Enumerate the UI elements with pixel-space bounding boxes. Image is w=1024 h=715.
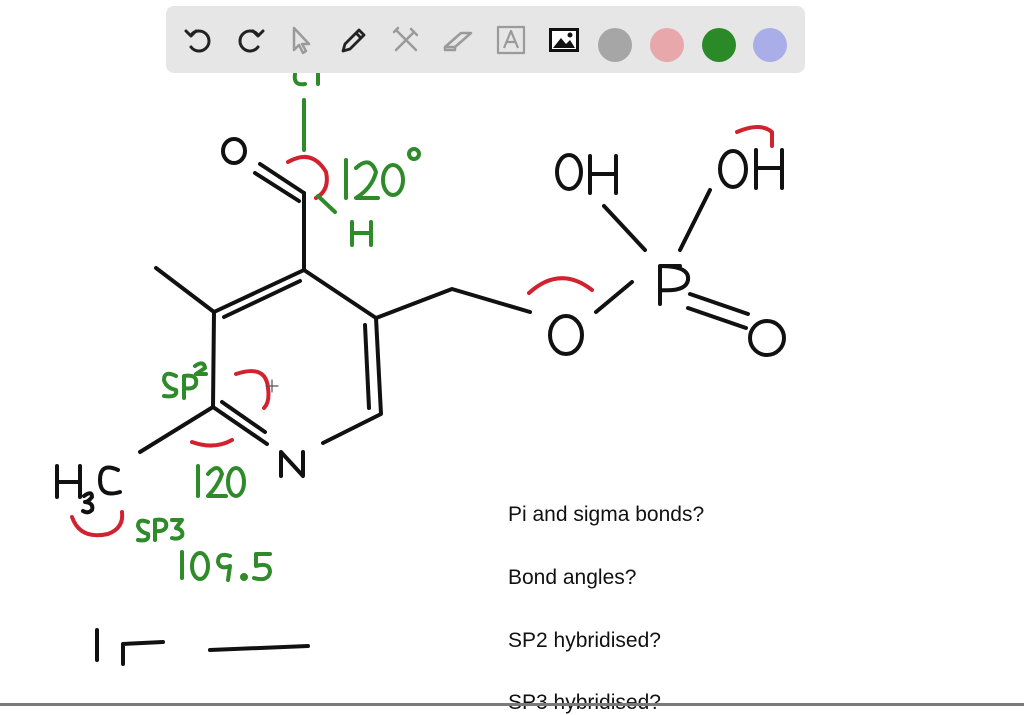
toolbar — [166, 6, 805, 73]
pen-tool-button[interactable] — [336, 22, 372, 58]
question-sp2: SP2 hybridised? — [508, 629, 661, 652]
image-icon — [549, 28, 579, 52]
undo-icon — [184, 29, 211, 53]
image-tool-button[interactable] — [546, 22, 582, 58]
eraser-icon — [443, 31, 473, 52]
select-arrow-icon — [292, 26, 311, 55]
color-swatch-green[interactable] — [702, 28, 736, 62]
color-swatch-pink[interactable] — [650, 28, 684, 62]
undo-button[interactable] — [181, 22, 217, 58]
tools-button[interactable] — [388, 22, 424, 58]
redo-button[interactable] — [232, 22, 268, 58]
text-tool-button[interactable] — [493, 22, 529, 58]
molecule-structure — [55, 137, 786, 666]
angle-marks — [70, 125, 774, 538]
question-pi-sigma: Pi and sigma bonds? — [508, 503, 705, 526]
eraser-tool-button[interactable] — [440, 22, 476, 58]
question-bond-angles: Bond angles? — [508, 566, 637, 589]
text-box-icon — [496, 25, 526, 55]
cursor-crosshair — [265, 379, 279, 393]
select-tool-button[interactable] — [283, 22, 319, 58]
color-swatch-lavender[interactable] — [753, 28, 787, 62]
hybridisation-notes — [136, 72, 421, 582]
pen-icon — [341, 28, 366, 53]
redo-icon — [238, 29, 265, 53]
tools-icon — [392, 26, 419, 52]
color-swatch-gray[interactable] — [598, 28, 632, 62]
canvas-bottom-edge — [0, 703, 1024, 706]
